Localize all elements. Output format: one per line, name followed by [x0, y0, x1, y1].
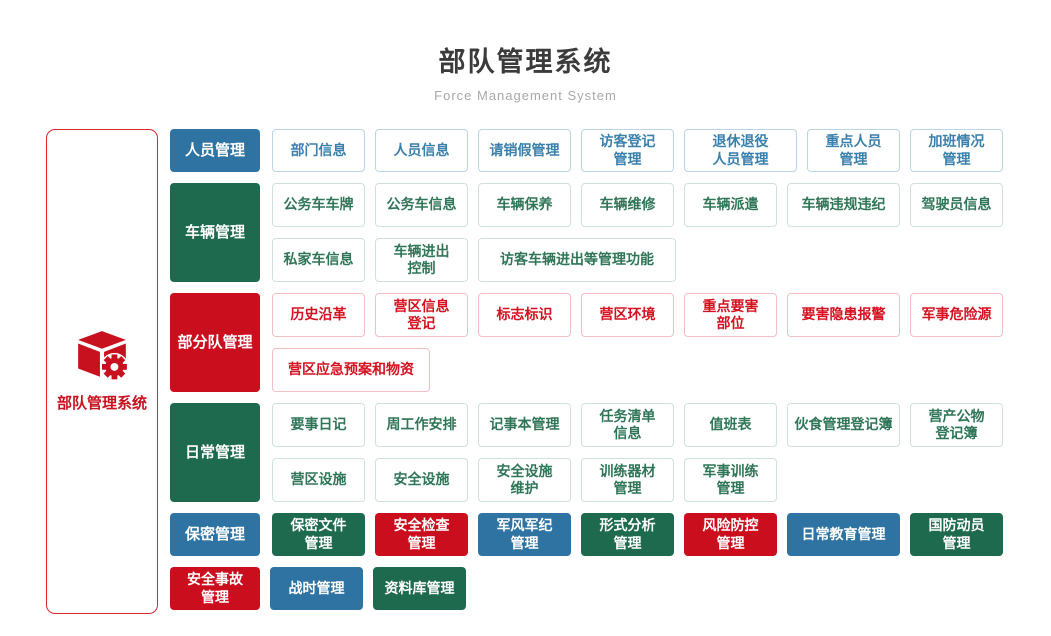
module-item: 历史沿革 — [272, 293, 365, 337]
module-item: 战时管理 — [270, 567, 363, 610]
module-item: 值班表 — [684, 403, 777, 447]
module-row: 部分队管理历史沿革营区信息 登记标志标识营区环境重点要害 部位要害隐患报警军事危… — [170, 293, 1003, 392]
module-item: 营区设施 — [272, 458, 365, 502]
module-row: 日常管理要事日记周工作安排记事本管理任务清单 信息值班表伙食管理登记簿营产公物 … — [170, 403, 1003, 502]
module-item: 访客车辆进出等管理功能 — [478, 238, 676, 282]
module-item: 风险防控 管理 — [684, 513, 777, 556]
category-box: 人员管理 — [170, 129, 260, 172]
module-item: 国防动员 管理 — [910, 513, 1003, 556]
module-row: 安全事故 管理战时管理资料库管理 — [170, 567, 1003, 610]
diagram-header: 部队管理系统 Force Management System — [0, 0, 1051, 103]
module-item: 车辆保养 — [478, 183, 571, 227]
module-item: 保密文件 管理 — [272, 513, 365, 556]
module-item: 公务车信息 — [375, 183, 468, 227]
category-box: 保密管理 — [170, 513, 260, 556]
module-line: 安全事故 管理战时管理资料库管理 — [170, 567, 466, 610]
module-item: 营区应急预案和物资 — [272, 348, 430, 392]
module-item: 标志标识 — [478, 293, 571, 337]
module-item: 重点要害 部位 — [684, 293, 777, 337]
module-item: 要害隐患报警 — [787, 293, 900, 337]
module-row: 人员管理部门信息人员信息请销假管理访客登记 管理退休退役 人员管理重点人员 管理… — [170, 129, 1003, 172]
module-line: 部门信息人员信息请销假管理访客登记 管理退休退役 人员管理重点人员 管理加班情况… — [272, 129, 1003, 172]
module-item: 退休退役 人员管理 — [684, 129, 797, 172]
module-line: 公务车车牌公务车信息车辆保养车辆维修车辆派遣车辆违规违纪驾驶员信息 — [272, 183, 1003, 227]
root-node: 部队管理系统 — [46, 129, 158, 614]
module-rows: 人员管理部门信息人员信息请销假管理访客登记 管理退休退役 人员管理重点人员 管理… — [170, 129, 1003, 614]
module-item: 车辆违规违纪 — [787, 183, 900, 227]
module-lines: 历史沿革营区信息 登记标志标识营区环境重点要害 部位要害隐患报警军事危险源营区应… — [272, 293, 1003, 392]
module-item: 驾驶员信息 — [910, 183, 1003, 227]
root-node-label: 部队管理系统 — [56, 395, 147, 412]
module-line: 营区设施安全设施安全设施 维护训练器材 管理军事训练 管理 — [272, 458, 1003, 502]
page-subtitle: Force Management System — [434, 88, 617, 103]
diagram-body: 部队管理系统 人员管理部门信息人员信息请销假管理访客登记 管理退休退役 人员管理… — [0, 129, 1051, 614]
module-lines: 公务车车牌公务车信息车辆保养车辆维修车辆派遣车辆违规违纪驾驶员信息私家车信息车辆… — [272, 183, 1003, 282]
module-row: 保密管理保密文件 管理安全检查 管理军风军纪 管理形式分析 管理风险防控 管理日… — [170, 513, 1003, 556]
module-item: 车辆派遣 — [684, 183, 777, 227]
module-lines: 要事日记周工作安排记事本管理任务清单 信息值班表伙食管理登记簿营产公物 登记簿营… — [272, 403, 1003, 502]
module-item: 形式分析 管理 — [581, 513, 674, 556]
module-item: 部门信息 — [272, 129, 365, 172]
module-lines: 安全事故 管理战时管理资料库管理 — [170, 567, 466, 610]
module-item: 公务车车牌 — [272, 183, 365, 227]
module-line: 营区应急预案和物资 — [272, 348, 1003, 392]
module-lines: 部门信息人员信息请销假管理访客登记 管理退休退役 人员管理重点人员 管理加班情况… — [272, 129, 1003, 172]
module-line: 历史沿革营区信息 登记标志标识营区环境重点要害 部位要害隐患报警军事危险源 — [272, 293, 1003, 337]
module-item: 请销假管理 — [478, 129, 571, 172]
module-line: 私家车信息车辆进出 控制访客车辆进出等管理功能 — [272, 238, 1003, 282]
module-item: 重点人员 管理 — [807, 129, 900, 172]
module-item: 军风军纪 管理 — [478, 513, 571, 556]
module-lines: 保密文件 管理安全检查 管理军风军纪 管理形式分析 管理风险防控 管理日常教育管… — [272, 513, 1003, 556]
module-item: 私家车信息 — [272, 238, 365, 282]
category-box: 日常管理 — [170, 403, 260, 502]
category-box: 车辆管理 — [170, 183, 260, 282]
category-box: 部分队管理 — [170, 293, 260, 392]
cube-gear-icon — [78, 331, 129, 381]
module-line: 要事日记周工作安排记事本管理任务清单 信息值班表伙食管理登记簿营产公物 登记簿 — [272, 403, 1003, 447]
module-item: 日常教育管理 — [787, 513, 900, 556]
module-item: 车辆进出 控制 — [375, 238, 468, 282]
module-item: 安全事故 管理 — [170, 567, 260, 610]
module-item: 营产公物 登记簿 — [910, 403, 1003, 447]
module-item: 伙食管理登记簿 — [787, 403, 900, 447]
module-item: 车辆维修 — [581, 183, 674, 227]
module-item: 安全检查 管理 — [375, 513, 468, 556]
module-line: 保密文件 管理安全检查 管理军风军纪 管理形式分析 管理风险防控 管理日常教育管… — [272, 513, 1003, 556]
module-item: 安全设施 维护 — [478, 458, 571, 502]
module-item: 要事日记 — [272, 403, 365, 447]
module-item: 军事危险源 — [910, 293, 1003, 337]
module-row: 车辆管理公务车车牌公务车信息车辆保养车辆维修车辆派遣车辆违规违纪驾驶员信息私家车… — [170, 183, 1003, 282]
module-item: 加班情况 管理 — [910, 129, 1003, 172]
module-item: 军事训练 管理 — [684, 458, 777, 502]
module-item: 周工作安排 — [375, 403, 468, 447]
module-item: 训练器材 管理 — [581, 458, 674, 502]
module-item: 营区环境 — [581, 293, 674, 337]
module-item: 安全设施 — [375, 458, 468, 502]
module-item: 营区信息 登记 — [375, 293, 468, 337]
module-item: 访客登记 管理 — [581, 129, 674, 172]
module-item: 任务清单 信息 — [581, 403, 674, 447]
module-item: 记事本管理 — [478, 403, 571, 447]
module-item: 资料库管理 — [373, 567, 466, 610]
module-item: 人员信息 — [375, 129, 468, 172]
page-title: 部队管理系统 — [438, 47, 613, 77]
